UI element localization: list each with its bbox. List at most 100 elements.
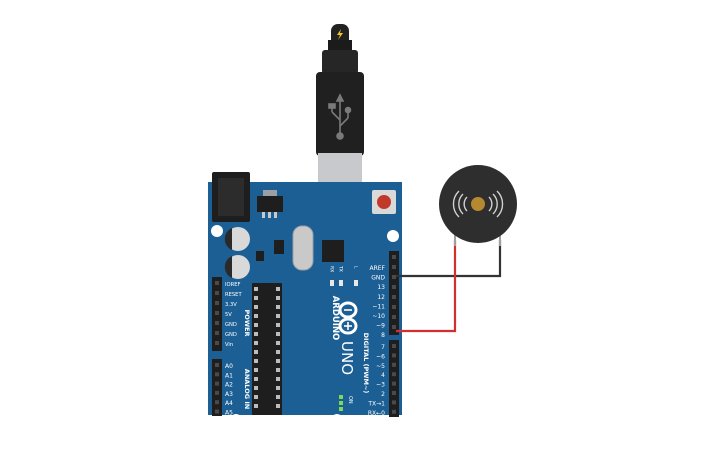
digital-header-title: DIGITAL (PWM~) (362, 333, 370, 394)
pin-label: GND (225, 322, 237, 328)
power-pin-socket[interactable] (215, 301, 219, 305)
digital-pin-socket[interactable] (392, 285, 396, 289)
chip-pin (254, 395, 258, 399)
usb-icon (328, 93, 352, 140)
pin-label: 7 (381, 344, 385, 351)
digital-pin-socket[interactable] (392, 400, 396, 405)
regulator-tab (263, 190, 277, 196)
chip-pin (254, 287, 258, 291)
wire-signal-pin8[interactable] (396, 240, 457, 333)
voltage-regulator (257, 196, 283, 212)
chip-pin (254, 323, 258, 327)
digital-header-top (389, 251, 399, 335)
led-l (354, 280, 358, 286)
digital-pin-socket[interactable] (392, 353, 396, 358)
digital-pin-socket[interactable] (392, 295, 396, 299)
cable-collar (322, 50, 358, 74)
pin-label: 13 (377, 284, 385, 291)
led-tx (339, 280, 343, 286)
crystal-oscillator (292, 225, 314, 271)
chip-pin (254, 305, 258, 309)
led-rx (330, 280, 334, 286)
power-pin-socket[interactable] (215, 281, 219, 285)
analog-pin-socket[interactable] (215, 372, 219, 377)
analog-header-title: ANALOG IN (243, 369, 251, 409)
chip-pin (276, 395, 280, 399)
pin-label: ~9 (376, 323, 385, 330)
buzzer-center (471, 197, 485, 211)
digital-pin-socket[interactable] (392, 315, 396, 319)
analog-pin-socket[interactable] (215, 381, 219, 386)
chip-pin (276, 377, 280, 381)
pin-label: Vin (225, 342, 233, 348)
pin-label: ~3 (376, 382, 385, 389)
analog-pin-socket[interactable] (215, 409, 219, 414)
pin-label: ~10 (372, 313, 385, 320)
digital-pin-socket[interactable] (392, 409, 396, 414)
piezo-buzzer[interactable] (439, 165, 517, 246)
digital-header-bottom (389, 340, 399, 417)
digital-pin-socket[interactable] (392, 381, 396, 386)
mount-hole (331, 414, 343, 426)
chip-pin (276, 305, 280, 309)
chip-pin (254, 314, 258, 318)
chip-pin (276, 359, 280, 363)
chip-pin (254, 350, 258, 354)
pin-label: ~6 (376, 353, 385, 360)
digital-pin-socket[interactable] (392, 255, 396, 259)
power-pin-socket[interactable] (215, 331, 219, 335)
chip-pin (254, 386, 258, 390)
digital-pin-socket[interactable] (392, 362, 396, 367)
pin-label: TX→1 (367, 400, 385, 407)
power-pin-socket[interactable] (215, 311, 219, 315)
power-pin-socket[interactable] (215, 341, 219, 345)
pin-label: 2 (381, 391, 385, 398)
pin-label: ~11 (372, 303, 385, 310)
chip-pin (276, 404, 280, 408)
chip-pin (276, 323, 280, 327)
digital-pin-socket[interactable] (392, 372, 396, 377)
analog-pin-socket[interactable] (215, 390, 219, 395)
digital-pin-socket[interactable] (392, 265, 396, 269)
board-brand: ARDUINO (330, 296, 340, 341)
chip-pin (254, 332, 258, 336)
pin-label: A3 (225, 391, 233, 398)
chip-pin (254, 377, 258, 381)
on-label: ON (347, 396, 353, 404)
analog-pin-socket[interactable] (215, 363, 219, 367)
pin-label: 5V (225, 312, 232, 318)
sound-wave-icon (452, 190, 504, 218)
digital-pin-socket[interactable] (392, 391, 396, 395)
mount-hole (230, 414, 242, 426)
chip-pin (254, 404, 258, 408)
analog-pin-socket[interactable] (215, 400, 219, 405)
power-header-title: POWER (243, 310, 251, 337)
pin-label: RX←0 (368, 410, 385, 417)
wire-ground[interactable] (396, 240, 502, 278)
chip-pin (276, 350, 280, 354)
digital-pin-socket[interactable] (392, 305, 396, 309)
led-label: TX (338, 265, 344, 272)
power-pin-socket[interactable] (215, 321, 219, 325)
power-pin-socket[interactable] (215, 291, 219, 295)
pin-label: A5 (225, 410, 233, 417)
pin-label: 8 (381, 332, 385, 339)
pin-label: GND (371, 275, 385, 282)
mount-hole (387, 230, 399, 242)
digital-pin-socket[interactable] (392, 275, 396, 279)
digital-pin-socket[interactable] (392, 325, 396, 329)
chip-pin (276, 368, 280, 372)
pin-label: A4 (225, 400, 233, 407)
chip-pin (276, 386, 280, 390)
chip-pin (276, 341, 280, 345)
chip-pin (276, 332, 280, 336)
pin-label: GND (225, 332, 237, 338)
pin-label: IOREF (225, 282, 240, 288)
dc-jack-inner (218, 178, 244, 216)
digital-pin-socket[interactable] (392, 344, 396, 348)
lightning-icon (337, 29, 343, 40)
